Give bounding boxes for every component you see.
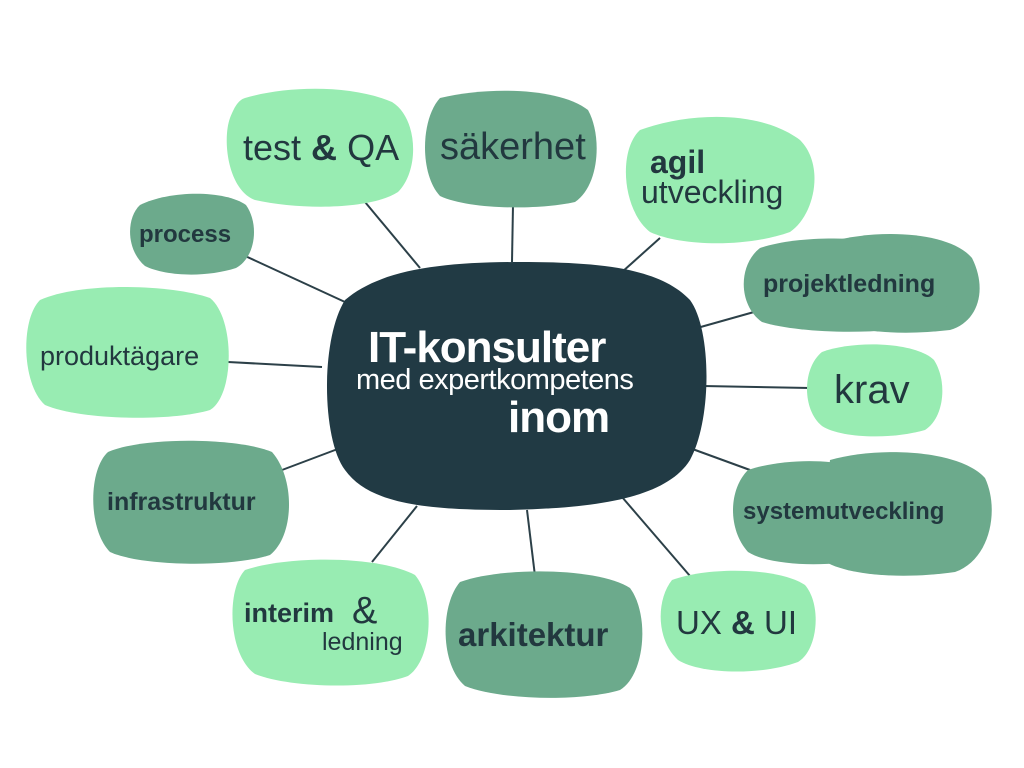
blob-interim — [232, 559, 429, 686]
connector-agil — [621, 237, 661, 273]
blob-agil — [625, 116, 815, 244]
node-agil-utveckling: utveckling — [641, 174, 784, 210]
connector-ux-ui — [621, 496, 691, 577]
node-produktagare: produktägare — [40, 341, 200, 371]
node-krav: krav — [834, 368, 910, 412]
blob-infrastruktur — [93, 440, 290, 564]
connector-produktagare — [227, 361, 323, 368]
node-ux-ui-a: UX — [676, 604, 722, 641]
node-arkitektur: arkitektur — [458, 616, 609, 653]
connector-test-qa — [364, 201, 421, 269]
ampersand: & — [731, 604, 755, 641]
blob-test-qa — [226, 88, 414, 207]
node-interim: interim — [244, 598, 335, 628]
node-process: process — [139, 221, 232, 248]
connector-arkitektur — [526, 509, 536, 577]
connector-interim — [371, 505, 418, 563]
center-bottom: inom — [508, 393, 610, 442]
blob-arkitektur — [445, 571, 643, 698]
connector-process — [242, 254, 346, 303]
blob-krav — [807, 344, 943, 437]
connector-sakerhet — [511, 204, 514, 263]
blob-projektledning — [743, 238, 949, 332]
node-test-qa-a: test — [243, 127, 302, 168]
node-infrastruktur: infrastruktur — [107, 488, 256, 516]
center-subtitle: med expertkompetens — [356, 364, 634, 396]
node-projektledning: projektledning — [763, 270, 936, 298]
ampersand: & — [311, 127, 338, 168]
blob-sakerhet — [425, 90, 597, 208]
node-ux-ui-b: UI — [764, 604, 798, 641]
node-test-qa: test & QA — [243, 130, 399, 166]
node-systemutveckling: systemutveckling — [743, 498, 945, 525]
center-title: IT-konsulter — [368, 323, 606, 372]
blob-ux-ui — [660, 570, 816, 672]
node-test-qa-b: QA — [347, 127, 400, 168]
connectors — [227, 201, 811, 577]
node-interim-ledning: ledning — [322, 628, 403, 656]
blob-produktagare — [26, 287, 229, 418]
node-agil: agil — [650, 144, 706, 180]
node-sakerhet: säkerhet — [440, 126, 586, 168]
blob-systemutveckling — [733, 461, 889, 565]
connector-krav — [702, 385, 811, 389]
node-interim-ampersand: & — [352, 590, 378, 632]
node-ux-ui: UX & UI — [676, 606, 797, 639]
connector-infrastruktur — [281, 446, 344, 471]
blob-process — [130, 193, 255, 275]
center-hub — [326, 262, 707, 510]
